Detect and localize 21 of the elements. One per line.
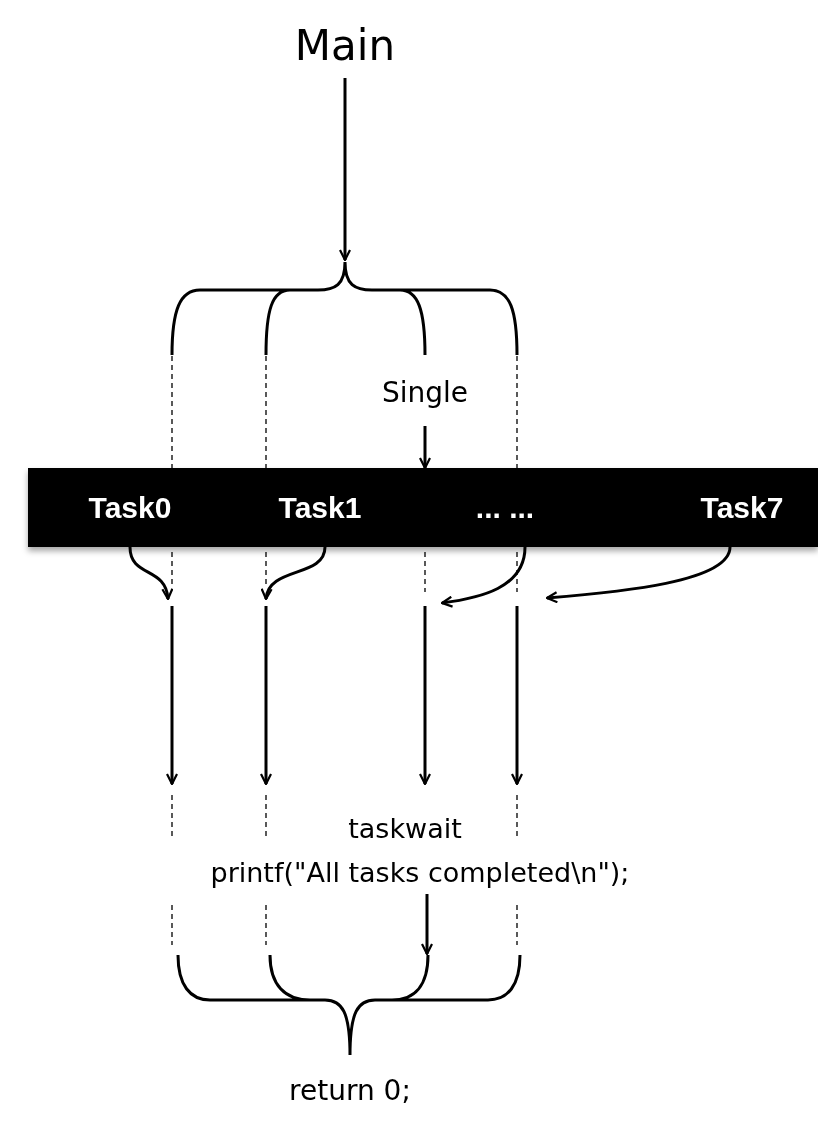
code-text: printf("All tasks completed\n"); xyxy=(95,852,745,892)
directive-text: taskwait xyxy=(347,811,463,846)
arrow xyxy=(418,426,432,470)
arrow xyxy=(338,78,352,262)
arrow xyxy=(440,546,527,608)
code-text: return 0; xyxy=(288,1072,412,1109)
start-text: Main xyxy=(265,12,425,78)
directive-text: Single xyxy=(375,372,475,412)
task-label: Task7 xyxy=(678,468,806,547)
thread-line xyxy=(516,355,518,469)
task-label: Task1 xyxy=(258,468,382,547)
join-brace xyxy=(176,954,522,1056)
task-label: Task0 xyxy=(68,468,192,547)
thread-line xyxy=(265,355,267,469)
task-label: ... ... xyxy=(443,468,567,547)
thread-line xyxy=(171,355,173,469)
arrow xyxy=(420,894,434,956)
fork-brace xyxy=(170,260,519,356)
task-bar xyxy=(28,468,818,547)
arrow xyxy=(262,546,327,601)
arrow xyxy=(128,546,173,601)
